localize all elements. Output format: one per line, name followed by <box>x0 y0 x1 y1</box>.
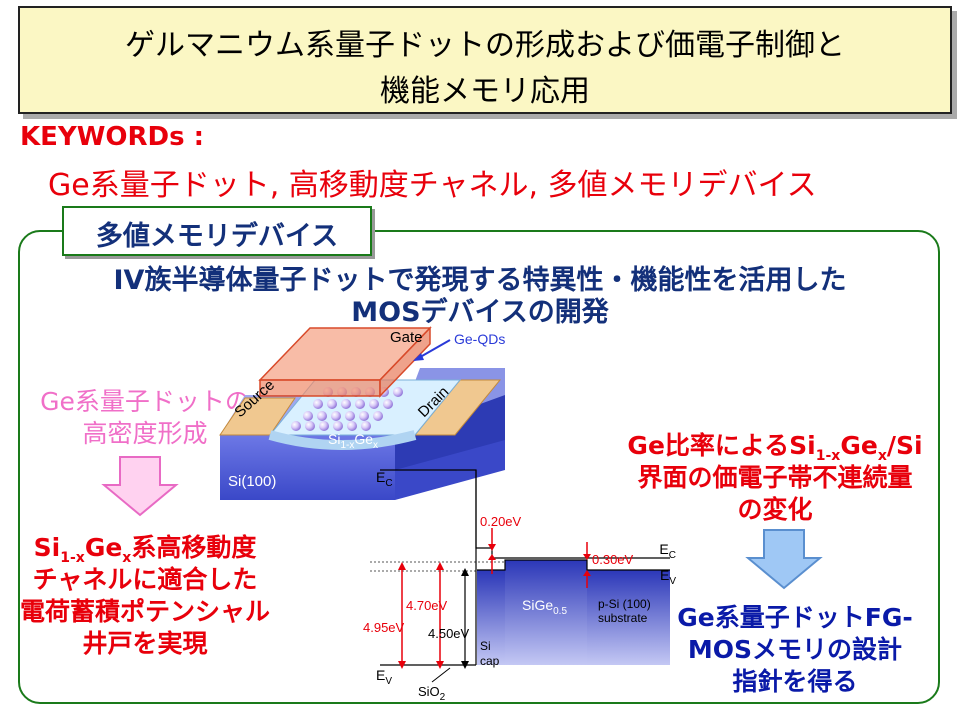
left-pink-line-2: 高密度形成 <box>82 419 208 448</box>
channel-curve <box>268 430 417 450</box>
gate-label: Gate <box>390 329 423 346</box>
title-line-2: 機能メモリ応用 <box>380 74 590 109</box>
right-blue-line-3: 指針を得る <box>732 667 858 696</box>
psi-label-1: p-Si (100) <box>598 597 651 611</box>
right-down-arrow-icon <box>745 529 823 590</box>
label-495ev: 4.95eV <box>363 620 405 635</box>
section-tag: 多値メモリデバイス <box>62 206 372 256</box>
label-030ev: 0.30eV <box>592 552 634 567</box>
left-red-line-2: チャネルに適合した <box>32 565 258 594</box>
substrate-label: Si(100) <box>228 473 276 490</box>
left-down-arrow-icon <box>101 456 179 517</box>
device-band-figure: Gate Ge-QDs Source Drain Si1-xGex Si(100… <box>219 326 676 703</box>
band-diagram <box>370 469 670 669</box>
ec-left-label: EC <box>376 469 393 489</box>
psi-label-2: substrate <box>598 611 648 625</box>
source-region <box>219 397 296 436</box>
right-blue-line-1: Ge系量子ドットFG- <box>677 603 913 632</box>
sige-label: SiGe0.5 <box>522 597 567 617</box>
left-pink-line-1: Ge系量子ドットの <box>40 387 250 416</box>
sicap-label-2: cap <box>480 654 500 668</box>
right-red-line-2: 界面の価電子帯不連続量 <box>637 463 913 492</box>
label-450ev: 4.50eV <box>428 626 470 641</box>
label-470ev: 4.70eV <box>406 598 448 613</box>
ev-left-label: EV <box>376 667 392 687</box>
ev-band-edge <box>477 559 670 571</box>
keywords-label: KEYWORDs : <box>20 122 205 152</box>
section-heading-2: MOSデバイスの開発 <box>351 297 609 328</box>
ge-qds-label: Ge-QDs <box>454 331 505 347</box>
sicap-label-1: Si <box>480 639 491 653</box>
right-red-line-1: Ge比率によるSi1-xGex/Si <box>627 431 923 464</box>
channel-label: Si1-xGex <box>328 431 378 451</box>
right-red-line-3: の変化 <box>737 495 813 524</box>
ec-right-label: EC <box>659 541 676 561</box>
title-box: ゲルマニウム系量子ドットの形成および価電子制御と 機能メモリ応用 <box>18 6 952 114</box>
left-red-line-3: 電荷蓄積ポテンシャル <box>19 597 270 626</box>
psi-substrate-region <box>587 570 670 665</box>
sige-well-region <box>505 560 587 665</box>
gate-front <box>259 379 381 397</box>
content-panel <box>18 230 940 704</box>
si-cap-region <box>477 570 505 665</box>
left-red-line-1: Si1-xGex系高移動度 <box>33 533 257 566</box>
gate-side <box>379 326 431 398</box>
sio2-label: SiO2 <box>418 684 446 703</box>
section-tag-label: 多値メモリデバイス <box>95 221 339 252</box>
right-blue-line-2: MOSメモリの設計 <box>687 635 903 664</box>
ev-right-label: EV <box>660 567 676 587</box>
title-line-1: ゲルマニウム系量子ドットの形成および価電子制御と <box>125 28 845 63</box>
left-red-line-4: 井戸を実現 <box>82 629 208 658</box>
section-heading-1: IV族半導体量子ドットで発現する特異性・機能性を活用した <box>113 265 847 296</box>
device-3d <box>219 326 505 500</box>
keywords-text: Ge系量子ドット, 高移動度チャネル, 多値メモリデバイス <box>48 168 817 203</box>
label-020ev: 0.20eV <box>480 514 522 529</box>
